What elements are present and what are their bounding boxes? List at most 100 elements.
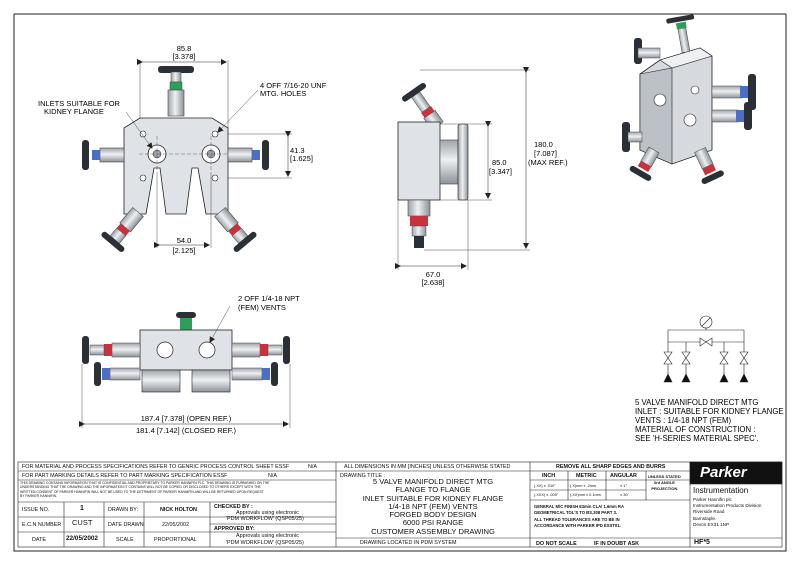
date-label: DATE	[32, 537, 46, 543]
vent-port-left	[156, 341, 174, 359]
tol-angular-2: ± 30'	[620, 492, 629, 497]
sheet-border	[13, 13, 787, 552]
holes-callout-line2: MTG. HOLES	[260, 89, 306, 98]
description-block: 5 VALVE MANIFOLD DIRECT MTG INLET : SUIT…	[635, 398, 784, 443]
dims-note: ALL DIMENSIONS IN MM [INCHES] UNLESS OTH…	[344, 464, 511, 470]
vent-port-right	[198, 341, 216, 359]
spacing-dim: 54.0	[177, 236, 192, 245]
drawn-by: NICK HOLTON	[160, 507, 197, 513]
division: Instrumentation	[693, 486, 749, 495]
body-dim-inch: [3.347]	[489, 167, 512, 176]
finish-line-4: ACCORDANCE WITH PARKER IPD ESST01.	[534, 523, 621, 529]
finish-line-1: GENERAL M/C FINISH 63min CLA/ 1.6mm RA	[534, 504, 624, 509]
date-drawn-label: DATE DRAWN	[108, 522, 144, 528]
drawing-number: HF*5	[694, 539, 710, 546]
confidential-notice: THIS DRAWING CONTAINS INFORMATION THAT I…	[20, 481, 270, 499]
finish-note: GENERAL M/C FINISH 63min CLA/ 1.6mm RA G…	[534, 504, 624, 530]
description-line-1: 5 VALVE MANIFOLD DIRECT MTG	[635, 398, 758, 407]
overall-dim: 180.0	[534, 140, 553, 149]
valve-schematic	[663, 315, 749, 383]
address: Parker Hannifin plc Instrumentation Prod…	[693, 497, 761, 528]
ecn: CUST	[72, 518, 93, 527]
ecn-label: E.C.N NUMBER	[22, 522, 62, 528]
angular-label: ANGULAR	[610, 473, 637, 479]
scale-label: SCALE	[116, 537, 134, 543]
metric-label: METRIC	[576, 473, 597, 479]
checked-by-line-2: 'PDM WORKFLOW' (QSP05/25)	[226, 516, 304, 522]
if-in-doubt: IF IN DOUBT ASK	[594, 541, 640, 547]
side-view: 180.0 [7.087] (MAX REF.) 85.0 [3.347] 67…	[395, 67, 568, 287]
closed-dim: 181.4 [7.142] (CLOSED REF.)	[136, 426, 237, 435]
projection-line-1: UNLESS STATED	[648, 474, 681, 479]
date: 22/05/2002	[66, 535, 98, 542]
approved-by-label: APPROVED BY:	[214, 526, 255, 532]
drawing-title-line-4: 1/4-18 NPT (FEM) VENTS	[388, 501, 478, 511]
drawing-title-line-5: FORGED BODY DESIGN	[389, 510, 477, 520]
body-dim: 85.0	[492, 158, 507, 167]
address-line-3: Riverside Road	[693, 509, 725, 515]
right-handle	[262, 140, 269, 170]
drawing-title-line-1: 5 VALVE MANIFOLD DIRECT MTG	[372, 477, 494, 486]
inlets-callout-line1: INLETS SUITABLE FOR	[38, 99, 121, 108]
spec-note-2-value: N/A	[268, 473, 277, 479]
drawn-by-label: DRAWN BY:	[108, 507, 139, 513]
finish-line-2: GEOMETRICAL TOL'S TO BS.308 PART 3.	[534, 510, 618, 516]
projection-line-2: 3rd ANGLE	[653, 480, 675, 485]
approved-by-line-2: 'PDM WORKFLOW' (QSP05/25)	[226, 540, 304, 546]
drawing-title: 5 VALVE MANIFOLD DIRECT MTG FLANGE TO FL…	[336, 477, 530, 536]
overall-dim-inch: [7.087]	[534, 149, 557, 158]
issue-no: 1	[80, 505, 84, 512]
tol-inch-1: (.XX) ± .010"	[534, 484, 556, 488]
vents-callout-line2: (FEM) VENTS	[238, 303, 286, 312]
address-line-1: Parker Hannifin plc	[693, 497, 732, 502]
finish-line-3: ALL THREAD TOLERANCES ARE TO BE IN	[534, 516, 620, 522]
drawing-title-line-2: FLANGE TO FLANGE	[395, 485, 471, 495]
isometric-view	[622, 14, 756, 184]
spec-note-2: FOR PART MARKING DETAILS REFER TO PART M…	[22, 473, 228, 479]
address-line-4: Barnstaple.	[693, 515, 717, 521]
date-drawn: 22/05/2002	[162, 522, 189, 528]
issue-no-label: ISSUE NO.	[22, 507, 50, 513]
inch-label: INCH	[542, 473, 556, 479]
drawing-title-line-7: CUSTOMER ASSEMBLY DRAWING	[371, 526, 495, 536]
drawing-title-line-6: 6000 PSI RANGE	[402, 518, 464, 528]
remove-burrs-note: REMOVE ALL SHARP EDGES AND BURRS	[556, 464, 666, 470]
projection-note: UNLESS STATED 3rd ANGLE PROJECTION	[648, 474, 681, 492]
height-dim-inch: [1.625]	[290, 154, 313, 163]
spec-note-1: FOR MATERIAL AND PROCESS SPECIFICATIONS …	[22, 464, 290, 470]
top-view: 85.8 [3.378] 4 OFF 7/16-20 UNF MTG. HOLE…	[38, 44, 327, 255]
confidential-line-1: THIS DRAWING CONTAINS INFORMATION THAT I…	[20, 481, 270, 485]
depth-dim: 67.0	[426, 270, 441, 279]
description-line-3: VENTS : 1/4-18 NPT (FEM)	[635, 416, 731, 425]
inlets-callout-line2: KIDNEY FLANGE	[44, 107, 104, 116]
description-line-4: MATERIAL OF CONSTRUCTION :	[635, 425, 755, 434]
spec-note-1-value: N/A	[308, 464, 317, 470]
address-line-2: Instrumentation Products Division	[693, 503, 762, 509]
front-view: 2 OFF 1/4-18 NPT (FEM) VENTS 187.4 [7.37…	[79, 294, 300, 435]
spacing-dim-inch: [2.125]	[173, 246, 196, 255]
confidential-line-3: WRITTEN CONSENT OF PARKER HANNIFIN WILL …	[20, 489, 264, 494]
tol-angular-1: ± 1°	[620, 483, 628, 488]
description-line-5: SEE 'H-SERIES MATERIAL SPEC'.	[635, 434, 758, 443]
width-dim: 85.8	[177, 44, 192, 53]
drawing-title-label: DRAWING TITLE :	[340, 473, 385, 479]
scale: PROPORTIONAL	[154, 537, 197, 543]
confidential-line-2: UNDERSTANDING THAT THE DRAWING AND THE I…	[20, 485, 261, 490]
checked-by-line-1: Approvals using electronic	[236, 510, 299, 516]
open-dim: 187.4 [7.378] (OPEN REF.)	[141, 414, 232, 423]
checked-by-label: CHECKED BY :	[214, 504, 253, 510]
height-dim: 41.3	[290, 146, 305, 155]
left-handle	[82, 140, 89, 170]
drawing-title-line-3: INLET SUITABLE FOR KIDNEY FLANGE	[362, 493, 504, 503]
description-line-2: INLET : SUITABLE FOR KIDNEY FLANGE	[635, 407, 784, 416]
top-handle	[158, 66, 194, 73]
projection-line-3: PROJECTION	[651, 486, 678, 491]
tol-metric-1: (.X)mm ± .2mm	[570, 484, 597, 488]
title-block	[17, 461, 783, 548]
overall-note: (MAX REF.)	[528, 158, 568, 167]
tol-metric-2: (.XX)mm ± 0.1mm	[570, 493, 601, 497]
width-dim-inch: [3.378]	[173, 52, 196, 61]
pdm-note: DRAWING LOCATED IN PDM SYSTEM	[360, 540, 457, 546]
